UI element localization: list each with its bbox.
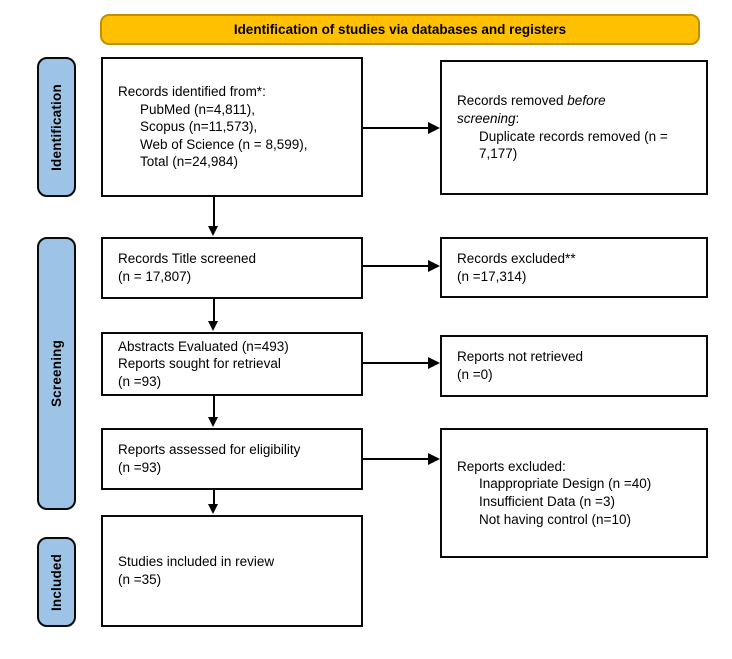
box-studies-included: Studies included in review (n =35)	[101, 515, 363, 627]
included-line1: Studies included in review	[118, 554, 275, 570]
records-identified-total: Total (n=24,984)	[140, 154, 238, 170]
records-identified-title: Records identified from*:	[118, 84, 266, 100]
not-retrieved-line2: (n =0)	[457, 367, 493, 382]
stage-screening-label: Screening	[49, 339, 65, 408]
title-screened-line1: Records Title screened	[118, 251, 257, 267]
box-title-screened: Records Title screened (n = 17,807)	[101, 237, 363, 299]
arrow-screened-to-abstracts	[208, 299, 218, 331]
reports-excluded-title: Reports excluded:	[457, 458, 566, 474]
box-reports-not-retrieved: Reports not retrieved (n =0)	[440, 335, 708, 397]
records-excluded-line1: Records excluded**	[457, 250, 576, 266]
stage-screening: Screening	[37, 237, 76, 510]
records-removed-duplicates: Duplicate records removed (n = 7,177)	[479, 128, 668, 162]
stage-included-label: Included	[49, 553, 65, 611]
arrow-screened-to-excluded	[363, 260, 440, 272]
not-retrieved-line1: Reports not retrieved	[457, 349, 584, 365]
arrow-assessed-to-reports-excluded	[363, 453, 440, 465]
abstracts-line1: Abstracts Evaluated (n=493)	[118, 338, 289, 354]
records-identified-wos: Web of Science (n = 8,599),	[140, 136, 308, 152]
box-records-identified: Records identified from*: PubMed (n=4,81…	[101, 57, 363, 197]
reports-excluded-control: Not having control (n=10)	[479, 511, 631, 527]
stage-identification: Identification	[37, 57, 76, 197]
abstracts-line2: Reports sought for retrieval	[118, 356, 281, 372]
title-screened-line2: (n = 17,807)	[118, 269, 192, 284]
records-removed-title: Records removed before screening:	[457, 92, 682, 127]
arrow-abstracts-to-assessed	[208, 396, 218, 427]
banner-identification-via-databases: Identification of studies via databases …	[100, 14, 700, 45]
box-assessed-eligibility: Reports assessed for eligibility (n =93)	[101, 428, 363, 490]
reports-excluded-design: Inappropriate Design (n =40)	[479, 476, 652, 492]
records-excluded-line2: (n =17,314)	[457, 268, 527, 284]
records-identified-pubmed: PubMed (n=4,811),	[140, 101, 255, 117]
box-records-excluded: Records excluded** (n =17,314)	[440, 237, 708, 298]
assessed-line2: (n =93)	[118, 460, 162, 475]
stage-identification-label: Identification	[49, 83, 64, 171]
abstracts-line3: (n =93)	[118, 373, 162, 389]
reports-excluded-data: Insufficient Data (n =3)	[479, 494, 615, 509]
box-reports-excluded: Reports excluded: Inappropriate Design (…	[440, 428, 708, 558]
box-abstracts-evaluated: Abstracts Evaluated (n=493) Reports soug…	[101, 332, 363, 396]
arrow-abstracts-to-not-retrieved	[363, 357, 440, 369]
arrow-assessed-to-included	[208, 490, 218, 514]
stage-included: Included	[37, 537, 76, 627]
records-removed-t4: :	[515, 110, 520, 126]
arrow-identified-to-removed	[363, 122, 440, 134]
records-removed-t1: Records removed	[457, 93, 568, 109]
box-records-removed: Records removed before screening: Duplic…	[440, 60, 708, 195]
records-removed-t3: screening	[457, 110, 516, 126]
arrow-identified-to-screened	[208, 197, 218, 236]
banner-label: Identification of studies via databases …	[233, 22, 567, 37]
records-identified-scopus: Scopus (n=11,573),	[140, 119, 258, 135]
assessed-line1: Reports assessed for eligibility	[118, 442, 301, 458]
included-line2: (n =35)	[118, 572, 162, 587]
records-removed-t2: before	[567, 93, 606, 109]
